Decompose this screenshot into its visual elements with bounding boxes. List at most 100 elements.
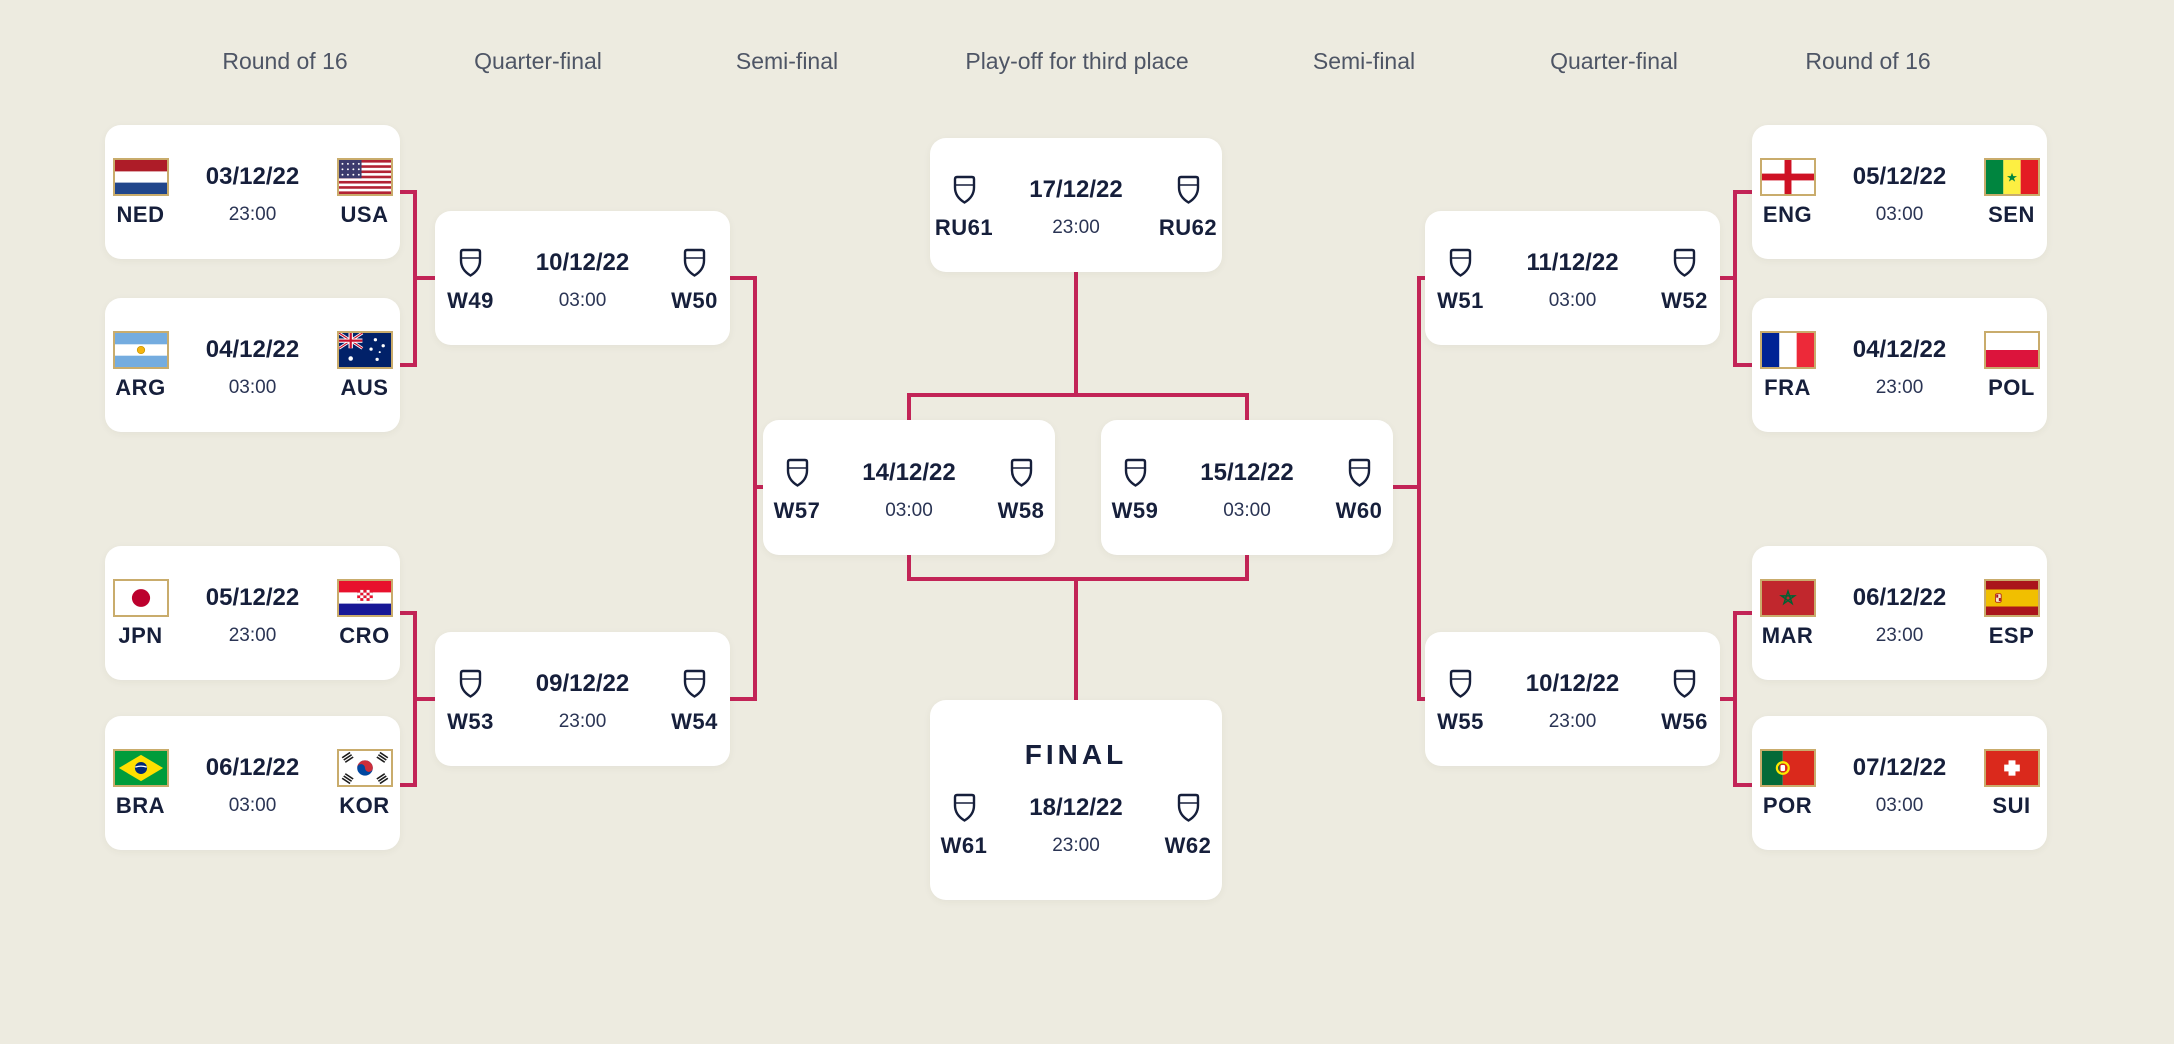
column-header: Semi-final	[1312, 48, 1416, 74]
match-date-row: 05/12/22	[1853, 154, 1946, 200]
team-away: W56	[1646, 661, 1724, 737]
team-flag-cell	[336, 327, 393, 373]
final-label: FINAL	[1024, 739, 1128, 770]
bracket-connector-line	[907, 393, 911, 420]
match-date: 05/12/22	[1852, 163, 1947, 190]
team-code: W60	[1335, 497, 1383, 523]
match-card-body: ENG 05/12/22 03:00 SEN	[1749, 154, 2051, 230]
match-date-row: 07/12/22	[1853, 745, 1946, 791]
team-home: W53	[432, 661, 510, 737]
team-shield-cell	[1176, 167, 1201, 213]
column-header: Round of 16	[1805, 48, 1931, 74]
flag-sen-icon	[1983, 158, 2040, 196]
bracket-connector-line	[1733, 611, 1752, 615]
team-code-row: RU61	[935, 213, 993, 243]
match-time: 23:00	[1052, 217, 1100, 238]
match-time: 03:00	[885, 499, 933, 521]
match-card: W59 15/12/22 03:00 W60	[1101, 420, 1393, 555]
match-date-row: 09/12/22	[536, 661, 629, 707]
column-header: Semi-final	[735, 48, 839, 74]
team-code: W61	[940, 833, 988, 858]
match-date-row: 14/12/22	[862, 450, 955, 496]
bracket-connector-line	[907, 555, 911, 581]
team-code-row: POL	[1988, 373, 2035, 403]
flag-jpn-icon	[112, 579, 169, 617]
match-time-row: 23:00	[1052, 213, 1100, 243]
match-time-row: 03:00	[1876, 200, 1924, 230]
bracket-connector-line	[730, 697, 757, 701]
team-shield-cell	[952, 167, 977, 213]
team-code-row: W52	[1661, 286, 1708, 316]
team-code: SUI	[1992, 793, 2031, 818]
team-flag-cell	[1759, 154, 1816, 200]
bracket-connector-line	[413, 276, 435, 280]
bracket-connector-line	[1417, 276, 1425, 280]
team-code: W56	[1661, 709, 1708, 734]
team-home: BRA	[102, 745, 180, 821]
match-time-row: 23:00	[1876, 373, 1924, 403]
shield-icon	[1009, 458, 1034, 488]
match-time-row: 03:00	[229, 791, 277, 821]
bracket-connector-line	[753, 485, 763, 489]
team-code: RU62	[1158, 215, 1218, 240]
team-code: W55	[1437, 709, 1484, 734]
team-code-row: MAR	[1762, 621, 1814, 651]
team-code: W57	[773, 497, 821, 523]
team-away: W52	[1646, 240, 1724, 316]
team-home: MAR	[1749, 575, 1827, 651]
team-flag-cell	[1983, 154, 2040, 200]
match-card-body: W59 15/12/22 03:00 W60	[1096, 450, 1398, 526]
team-flag-cell	[1983, 327, 2040, 373]
shield-icon	[1672, 248, 1697, 278]
team-home: W61	[925, 785, 1003, 861]
match-datetime: 05/12/22 03:00	[1837, 154, 1963, 230]
team-away: KOR	[326, 745, 404, 821]
match-date-row: 15/12/22	[1200, 450, 1293, 496]
team-home: FRA	[1749, 327, 1827, 403]
team-shield-cell	[1176, 785, 1201, 831]
team-away: RU62	[1149, 167, 1227, 243]
bracket-connector-line	[400, 363, 417, 367]
match-date: 15/12/22	[1200, 458, 1294, 486]
team-code-row: SEN	[1988, 200, 2035, 230]
team-away: SEN	[1973, 154, 2051, 230]
team-shield-cell	[682, 240, 707, 286]
team-home: ENG	[1749, 154, 1827, 230]
flag-aus-icon	[336, 331, 393, 369]
shield-icon	[1672, 669, 1697, 699]
team-code-row: W55	[1437, 707, 1484, 737]
team-code-row: W60	[1336, 496, 1383, 526]
match-date-row: 06/12/22	[1853, 575, 1946, 621]
match-date: 06/12/22	[205, 754, 300, 781]
match-time: 03:00	[1875, 204, 1924, 225]
team-code: RU61	[934, 215, 994, 240]
team-home: W55	[1422, 661, 1500, 737]
team-code: NED	[116, 202, 165, 227]
team-away: W58	[982, 450, 1060, 526]
match-time: 03:00	[1223, 499, 1271, 521]
team-code-row: W59	[1112, 496, 1159, 526]
bracket-connector-line	[1074, 272, 1078, 397]
team-away: SUI	[1973, 745, 2051, 821]
team-flag-cell	[112, 154, 169, 200]
match-time-row: 03:00	[559, 286, 607, 316]
match-time: 23:00	[1548, 711, 1597, 732]
team-shield-cell	[1672, 240, 1697, 286]
bracket-connector-line	[413, 697, 435, 701]
flag-mar-icon	[1759, 579, 1816, 617]
team-away: POL	[1973, 327, 2051, 403]
team-code: JPN	[118, 623, 163, 648]
team-home: POR	[1749, 745, 1827, 821]
team-code: W58	[997, 497, 1045, 523]
